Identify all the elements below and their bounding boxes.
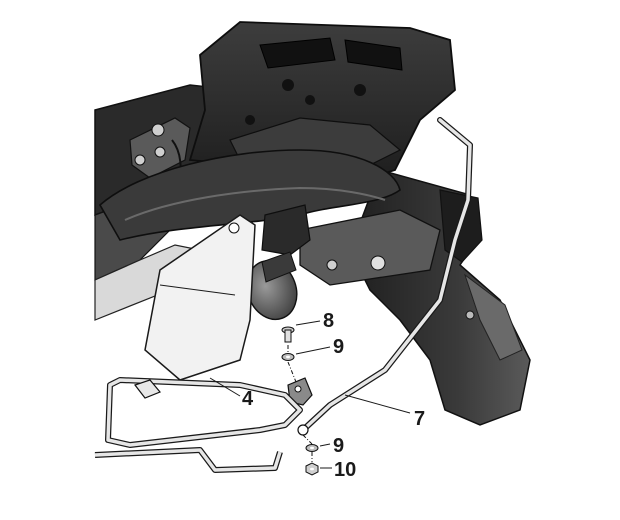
lower-loop-frame [94,377,303,473]
electrical-connector-bracket [129,117,191,191]
callout-9-lower: 9 [333,435,344,457]
side-frame-tube [297,117,473,436]
leader-lines [209,320,411,469]
callout-8: 8 [323,310,334,332]
assembly-axis-lines [287,345,313,462]
side-support-plate [144,214,256,381]
bolt-8 [281,326,295,343]
washer-9-lower [305,444,319,452]
nut-10 [305,462,319,476]
callout-7: 7 [414,408,425,430]
callout-9-upper: 9 [333,336,344,358]
license-plate-bracket [299,209,441,286]
washer-9-upper [281,353,295,361]
turn-signal [246,204,311,321]
callout-4: 4 [242,388,254,410]
callout-10: 10 [334,459,356,481]
